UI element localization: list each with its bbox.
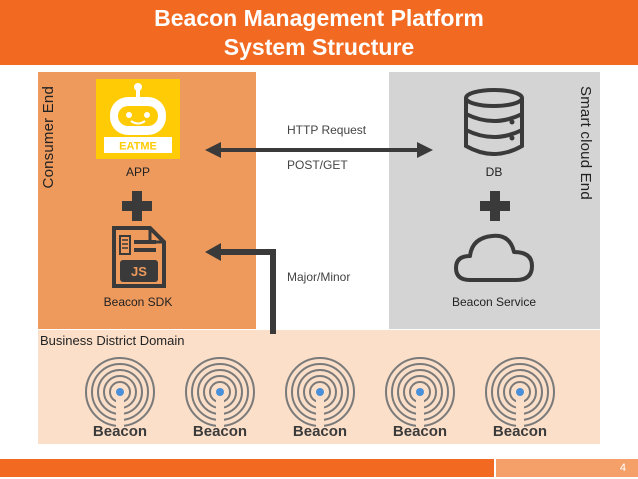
beacon-label: Beacon: [492, 423, 548, 440]
db-label: DB: [485, 165, 503, 179]
beacon-icon: [285, 357, 355, 428]
beacon-service-label: Beacon Service: [451, 295, 537, 309]
app-icon: EATME: [96, 79, 180, 159]
sdk-label: Beacon SDK: [103, 295, 173, 309]
beacon-label: Beacon: [92, 423, 148, 440]
beacon-icon: [185, 357, 255, 428]
consumer-end-label: Consumer End: [40, 86, 57, 189]
app-logo-text: EATME: [119, 141, 157, 153]
database-icon: [464, 88, 524, 156]
sdk-badge-text: JS: [131, 264, 147, 279]
cloud-icon: [454, 233, 534, 282]
beacon-icon: [485, 357, 555, 428]
page-number: 4: [496, 459, 638, 477]
major-minor-arrow: [205, 243, 276, 334]
beacon-label: Beacon: [292, 423, 348, 440]
major-minor-label: Major/Minor: [287, 270, 351, 284]
slide-title-line1: Beacon Management Platform: [154, 5, 484, 31]
app-label: APP: [125, 165, 150, 179]
title-bar: Beacon Management Platform System Struct…: [0, 0, 638, 65]
post-get-label: POST/GET: [287, 158, 348, 172]
smart-cloud-end-label: Smart cloud End: [577, 86, 594, 200]
beacon-label: Beacon: [192, 423, 248, 440]
business-district-label: Business District Domain: [40, 333, 185, 348]
plus-icon-cloud: [480, 191, 510, 221]
slide-title-line2: System Structure: [223, 34, 415, 60]
beacon-icon: [85, 357, 155, 428]
http-double-arrow: [205, 142, 433, 158]
sdk-file-icon: JS: [112, 226, 166, 288]
plus-icon-consumer: [122, 191, 152, 221]
footer-bar: [0, 459, 494, 477]
beacon-icon: [385, 357, 455, 428]
beacon-label: Beacon: [392, 423, 448, 440]
http-request-label: HTTP Request: [287, 123, 367, 137]
